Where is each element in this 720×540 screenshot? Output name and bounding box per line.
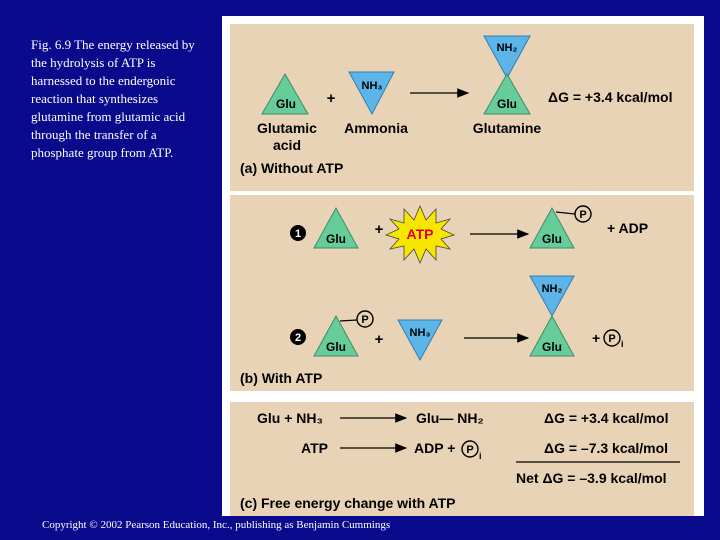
glu-label: Glu bbox=[542, 232, 562, 246]
glu-label: Glu bbox=[276, 97, 296, 111]
panel-b-label: (b) With ATP bbox=[240, 370, 322, 386]
pi-subscript: i bbox=[479, 451, 482, 461]
phosphate-label: P bbox=[608, 333, 615, 345]
eq1-delta-g: ΔG = +3.4 kcal/mol bbox=[544, 410, 668, 426]
step1-glu-molecule: Glu bbox=[313, 206, 359, 249]
eq2-right: ADP + bbox=[414, 440, 455, 456]
phosphate-label: P bbox=[361, 314, 368, 326]
step2-phosphorylated-glu: Glu P bbox=[313, 310, 374, 357]
atp-starburst: ATP bbox=[384, 204, 456, 265]
glu-label: Glu bbox=[497, 97, 517, 111]
figure-drawing: Glu + NH₃ NH₂ Glu ΔG = +3.4 kcal/mol Glu… bbox=[240, 35, 680, 511]
panel-a bbox=[230, 24, 694, 191]
panel-a-glu-molecule: Glu bbox=[261, 72, 309, 115]
step1-phosphorylated-glu: Glu P bbox=[529, 205, 592, 249]
panel-a-label: (a) Without ATP bbox=[240, 160, 343, 176]
glu-label: Glu bbox=[326, 340, 346, 354]
nh3-label: NH₃ bbox=[362, 80, 383, 92]
step2-glutamine-molecule: NH₂ Glu bbox=[529, 275, 575, 357]
inorganic-phosphate: P i bbox=[603, 329, 624, 349]
step-1-number: 1 bbox=[295, 228, 301, 240]
atp-label: ATP bbox=[407, 226, 434, 242]
step-2-number: 2 bbox=[295, 332, 301, 344]
step-2-badge: 2 bbox=[290, 329, 306, 345]
eq2-phosphate: P i bbox=[461, 440, 482, 461]
panel-a-glutamine-molecule: NH₂ Glu bbox=[483, 35, 531, 115]
plus-adp-label: + ADP bbox=[607, 220, 648, 236]
phosphate-label: P bbox=[579, 209, 586, 221]
plus-sign: + bbox=[375, 221, 384, 238]
nh2-label: NH₂ bbox=[542, 283, 563, 295]
panel-b bbox=[230, 195, 694, 391]
glutamine-name: Glutamine bbox=[473, 120, 542, 136]
phosphate-label: P bbox=[466, 444, 473, 456]
nh2-label: NH₂ bbox=[497, 42, 518, 54]
panel-c bbox=[230, 402, 694, 516]
step-1-badge: 1 bbox=[290, 225, 306, 241]
eq2-left: ATP bbox=[301, 440, 328, 456]
glu-label: Glu bbox=[326, 232, 346, 246]
glu-label: Glu bbox=[542, 340, 562, 354]
nh3-label: NH₃ bbox=[410, 327, 431, 339]
glutamic-acid-name: Glutamic bbox=[257, 120, 317, 136]
panel-a-ammonia-molecule: NH₃ bbox=[348, 71, 395, 116]
eq1-right: Glu— NH₂ bbox=[416, 410, 484, 426]
eq2-delta-g: ΔG = –7.3 kcal/mol bbox=[544, 440, 668, 456]
copyright-notice: Copyright © 2002 Pearson Education, Inc.… bbox=[42, 519, 391, 531]
step2-ammonia-molecule: NH₃ bbox=[397, 319, 443, 362]
figure: Glu + NH₃ NH₂ Glu ΔG = +3.4 kcal/mol Glu… bbox=[222, 16, 704, 516]
eq1-left: Glu + NH₃ bbox=[257, 410, 323, 426]
panel-a-delta-g: ΔG = +3.4 kcal/mol bbox=[548, 89, 672, 105]
panel-c-label: (c) Free energy change with ATP bbox=[240, 495, 456, 511]
pi-subscript: i bbox=[621, 339, 624, 349]
figure-caption: Fig. 6.9 The energy released by the hydr… bbox=[31, 37, 195, 160]
ammonia-name: Ammonia bbox=[344, 120, 408, 136]
glutamic-acid-name-2: acid bbox=[273, 137, 301, 153]
plus-sign: + bbox=[592, 330, 600, 346]
net-delta-g: Net ΔG = –3.9 kcal/mol bbox=[516, 470, 667, 486]
plus-sign: + bbox=[375, 331, 384, 348]
plus-sign: + bbox=[327, 90, 336, 107]
